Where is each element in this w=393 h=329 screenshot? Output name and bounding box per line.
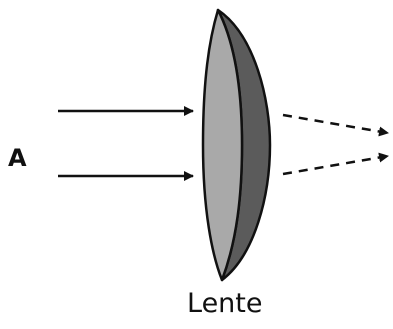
outgoing-ray-bottom [283,156,388,174]
outgoing-ray-top [283,115,388,133]
lens-label: Lente [187,290,263,317]
source-label: A [8,146,27,170]
